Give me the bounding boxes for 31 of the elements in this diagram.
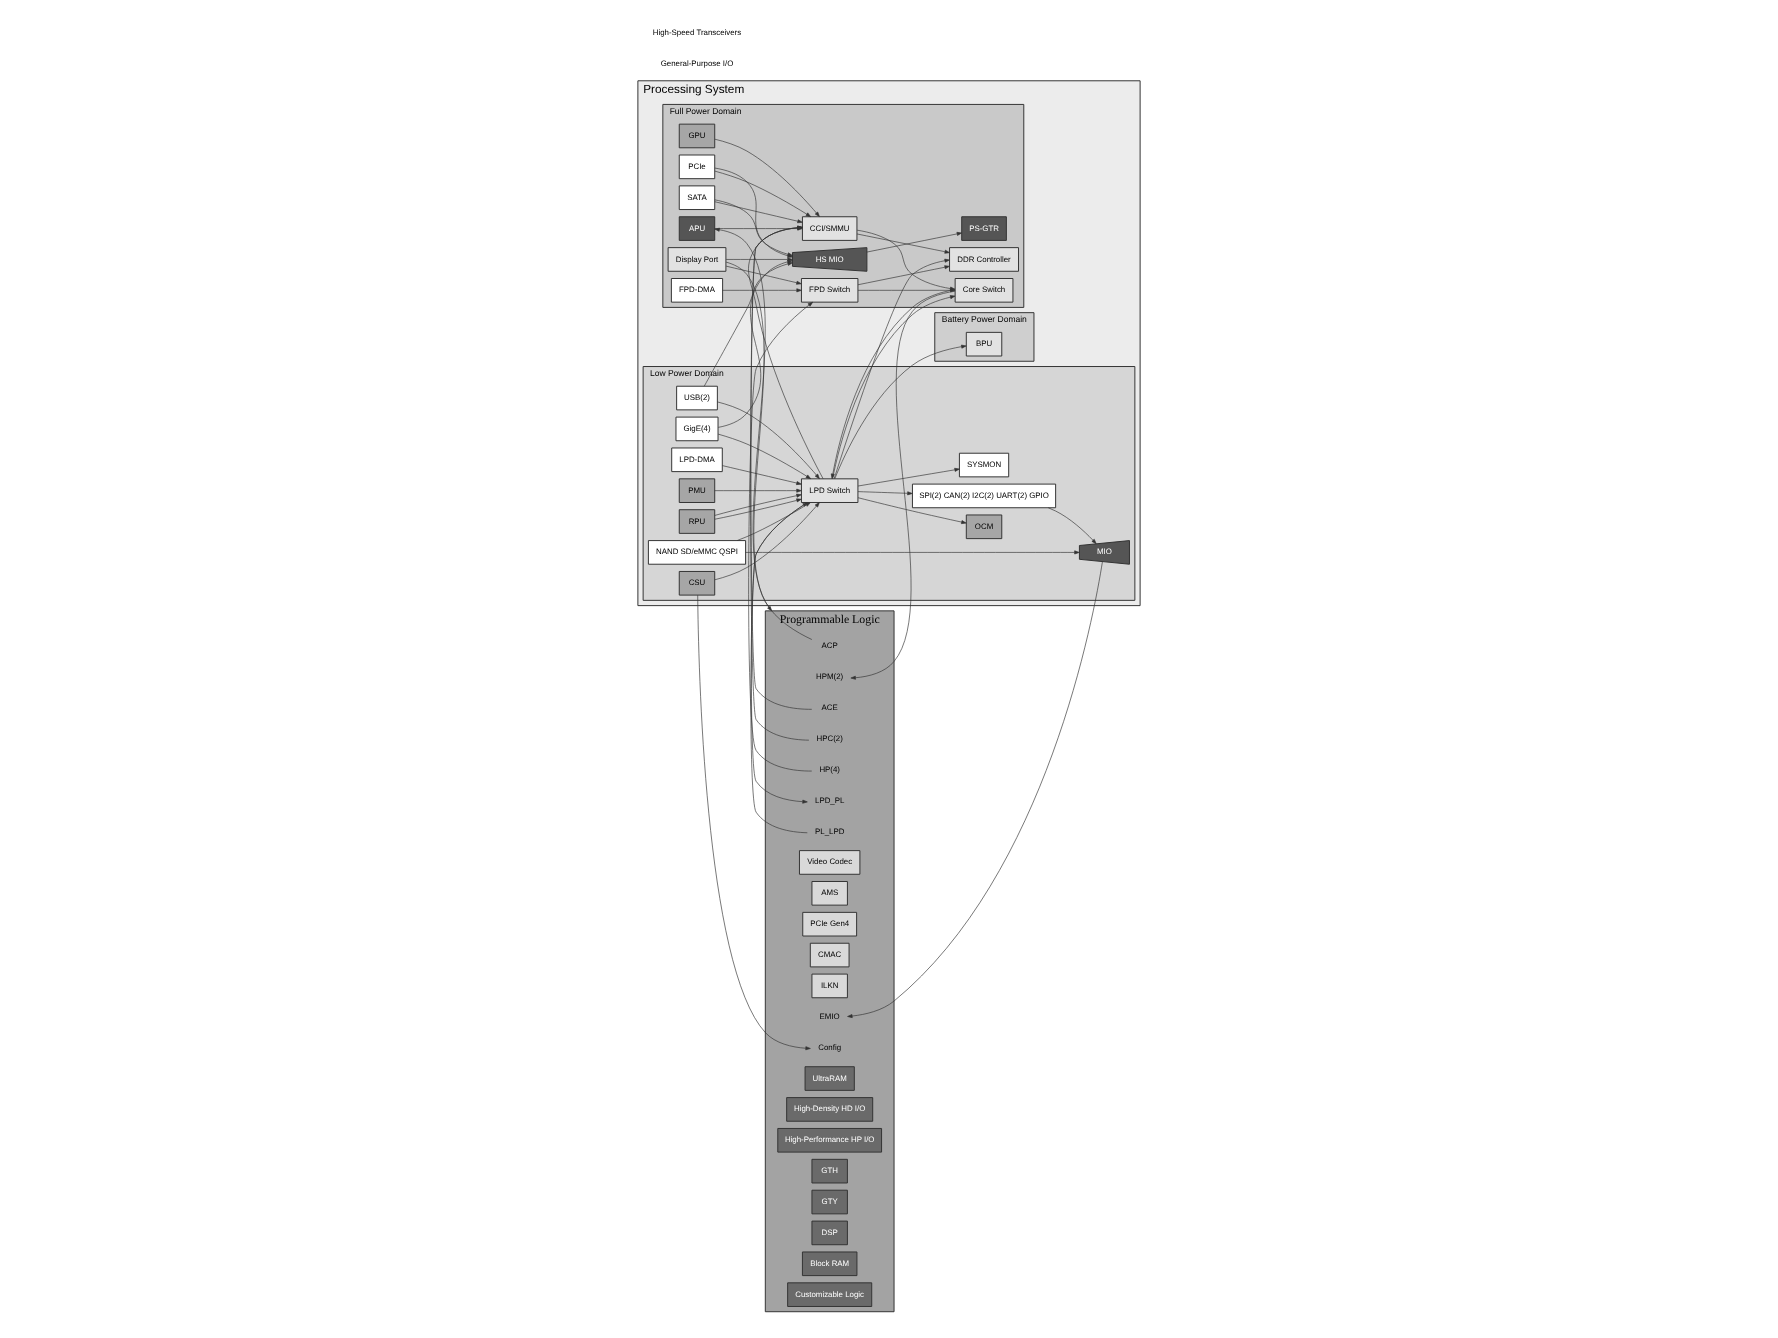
arrow (866, 231, 962, 253)
arrow (717, 401, 820, 479)
arrow (722, 288, 802, 293)
arrow (717, 259, 793, 428)
arrow (745, 550, 1080, 555)
arrow (714, 502, 820, 581)
arrow (857, 265, 950, 286)
arrow (833, 258, 950, 480)
arrow (736, 502, 811, 541)
arrow (722, 465, 802, 485)
arrow (714, 138, 820, 217)
arrow (857, 467, 960, 487)
arrow (714, 201, 803, 224)
arrow (714, 488, 802, 493)
arrow (857, 497, 967, 524)
arrow (717, 433, 812, 480)
arrow (847, 561, 1103, 1018)
arrow (714, 498, 802, 520)
arrow (725, 265, 802, 285)
arrow (857, 491, 913, 496)
arrow (703, 261, 793, 387)
arrow (697, 594, 811, 1051)
arrow (856, 233, 950, 254)
arrow (834, 344, 967, 480)
arrow (850, 290, 956, 680)
arrow (1047, 507, 1097, 544)
arrow (748, 301, 814, 772)
arrow (725, 257, 793, 262)
arrow (714, 170, 812, 217)
arrow (714, 493, 802, 516)
arrow (725, 261, 772, 612)
